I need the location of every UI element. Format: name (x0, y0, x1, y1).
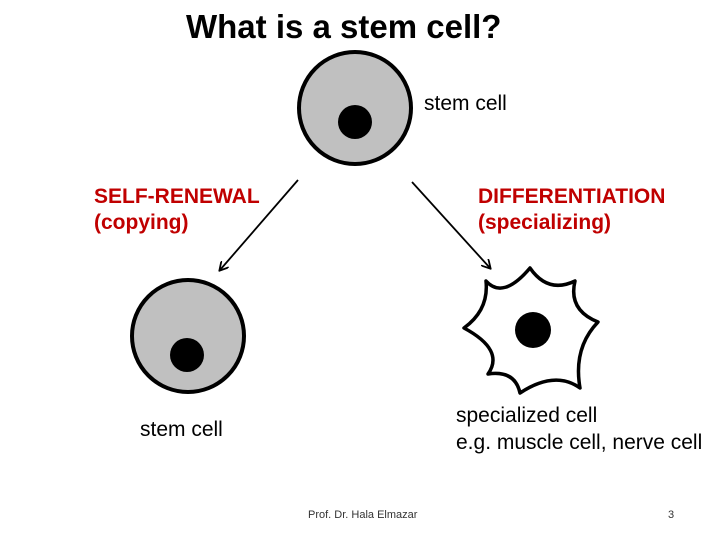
differentiation-subtitle: (specializing) (478, 211, 612, 234)
differentiation-label: DIFFERENTIATION (specializing) (478, 184, 665, 236)
self-renewal-subtitle: (copying) (94, 211, 189, 234)
specialized-cell-nucleus (515, 312, 551, 348)
specialized-cell-label-line1: specialized cell (456, 404, 598, 427)
self-renewal-arrow (220, 179, 299, 270)
slide-title: What is a stem cell? (186, 8, 502, 45)
left-cell-membrane (130, 278, 246, 394)
left-stem-cell (130, 278, 246, 394)
self-renewal-label: SELF-RENEWAL (copying) (94, 184, 260, 236)
specialized-cell (462, 266, 600, 395)
page-number: 3 (668, 509, 675, 521)
left-cell-nucleus (170, 338, 204, 372)
differentiation-arrow (411, 181, 490, 268)
specialized-cell-label: specialized cell e.g. muscle cell, nerve… (456, 402, 702, 456)
top-cell-label: stem cell (424, 92, 507, 115)
specialized-cell-label-line2: e.g. muscle cell, nerve cell (456, 431, 703, 454)
top-cell-nucleus (338, 105, 372, 139)
top-stem-cell (297, 50, 413, 166)
differentiation-title: DIFFERENTIATION (478, 185, 666, 208)
self-renewal-title: SELF-RENEWAL (94, 185, 260, 208)
left-cell-label: stem cell (140, 418, 223, 441)
footer-author: Prof. Dr. Hala Elmazar (308, 509, 418, 521)
